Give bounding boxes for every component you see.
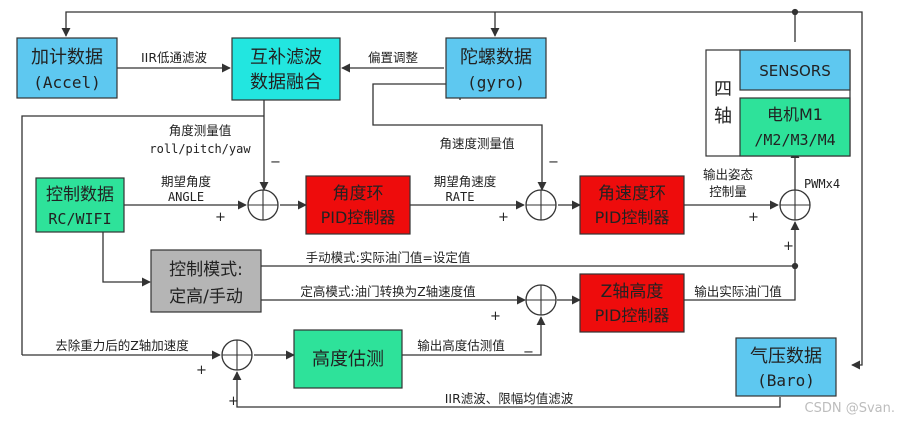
- z-pid-box: [579, 273, 685, 333]
- connection-lines: [21, 11, 863, 408]
- junction-signs: − + − + + + + − + +: [196, 155, 794, 409]
- angle-pid-line1: 角度环: [333, 184, 384, 204]
- label-z-accel: 去除重力后的Z轴加速度: [55, 338, 189, 353]
- sign-angle-plus: +: [215, 210, 226, 225]
- z-pid-line1: Z轴高度: [601, 282, 664, 302]
- motor-box: [739, 97, 851, 157]
- quad-label-line2: 轴: [714, 106, 732, 127]
- motor-box-line1: 电机M1: [767, 105, 823, 124]
- mode-box-line1: 控制模式:: [169, 260, 243, 280]
- height-est-label: 高度估测: [312, 349, 384, 370]
- sign-out-plus-bottom: +: [783, 239, 794, 254]
- junction-dot-mid: [791, 262, 799, 270]
- blocks: [16, 37, 851, 397]
- label-angle-measure-1: 角度测量值: [169, 123, 232, 138]
- gyro-box: [445, 37, 547, 99]
- sign-angle-minus: −: [270, 155, 281, 170]
- sign-height-plus-left: +: [196, 363, 207, 378]
- sign-z-minus: −: [523, 345, 534, 360]
- line-fusion-left: [21, 115, 264, 355]
- sensors-box: [739, 49, 851, 91]
- fusion-box-line2: 数据融合: [250, 72, 322, 93]
- line-z-pid-out: [684, 266, 796, 301]
- line-control-mode: [102, 232, 151, 287]
- junction-crosses: [222, 190, 810, 370]
- label-desired-angle-1: 期望角度: [161, 174, 212, 189]
- label-output-height: 输出高度估测值: [417, 338, 505, 353]
- label-angle-measure-2: roll/pitch/yaw: [149, 142, 251, 156]
- sign-height-plus-bottom: +: [228, 394, 239, 409]
- fusion-box: [231, 37, 341, 101]
- label-output-attitude-1: 输出姿态: [703, 167, 753, 182]
- label-desired-rate-1: 期望角速度: [434, 174, 497, 189]
- label-iir-lowpass: IIR低通滤波: [141, 50, 208, 65]
- rate-pid-line2: PID控制器: [595, 208, 670, 227]
- label-iir-limit: IIR滤波、限幅均值滤波: [445, 391, 574, 406]
- sign-z-plus: +: [490, 309, 501, 324]
- block-labels: 加计数据 (Accel) 互补滤波 数据融合 陀螺数据 (gyro) 四 轴 S…: [31, 47, 836, 390]
- junction-dot-top: [791, 8, 799, 16]
- sensors-box-label: SENSORS: [759, 62, 831, 80]
- z-pid-line2: PID控制器: [595, 306, 670, 325]
- accel-box-line2: (Accel): [33, 73, 100, 92]
- edge-labels: IIR低通滤波 偏置调整 角度测量值 roll/pitch/yaw 角速度测量值…: [55, 50, 840, 406]
- line-baro-height-sum: [232, 371, 781, 408]
- label-desired-angle-2: ANGLE: [168, 190, 204, 204]
- label-manual-mode: 手动模式:实际油门值=设定值: [306, 250, 471, 265]
- baro-box: [735, 337, 837, 397]
- control-box-line1: 控制数据: [46, 185, 114, 205]
- sign-rate-plus: +: [498, 210, 509, 225]
- sign-out-plus-left: +: [748, 210, 759, 225]
- label-alt-mode: 定高模式:油门转换为Z轴速度值: [300, 284, 475, 299]
- label-pwm: PWMx4: [804, 177, 840, 191]
- angle-pid-box: [305, 175, 411, 235]
- control-box-line2: RC/WIFI: [48, 210, 111, 228]
- label-bias-adjust: 偏置调整: [368, 50, 419, 65]
- rate-pid-box: [579, 175, 685, 235]
- baro-box-line1: 气压数据: [750, 346, 822, 367]
- label-output-throttle: 输出实际油门值: [694, 284, 782, 299]
- rate-pid-line1: 角速度环: [598, 184, 666, 204]
- gyro-box-line2: (gyro): [467, 73, 525, 92]
- mode-box-line2: 定高/手动: [169, 287, 243, 307]
- line-top-loop-accel: [61, 11, 795, 37]
- control-box: [35, 177, 125, 233]
- line-height-est-z-sum: [402, 316, 546, 356]
- label-rate-measure: 角速度测量值: [439, 136, 514, 151]
- height-est-box: [293, 329, 403, 389]
- line-top-right: [795, 11, 863, 370]
- mode-box: [150, 249, 262, 313]
- watermark: CSDN @Svan.: [805, 401, 895, 416]
- label-desired-rate-2: RATE: [446, 190, 475, 204]
- sign-rate-minus: −: [548, 155, 559, 170]
- motor-box-line2: /M2/M3/M4: [754, 131, 835, 149]
- accel-box: [16, 37, 118, 99]
- angle-pid-line2: PID控制器: [321, 208, 396, 227]
- fusion-box-line1: 互补滤波: [250, 47, 322, 68]
- accel-box-line1: 加计数据: [31, 47, 103, 68]
- baro-box-line2: (Baro): [757, 371, 815, 390]
- gyro-box-line1: 陀螺数据: [460, 47, 532, 68]
- label-output-attitude-2: 控制量: [709, 184, 747, 199]
- quad-label-line1: 四: [714, 79, 732, 100]
